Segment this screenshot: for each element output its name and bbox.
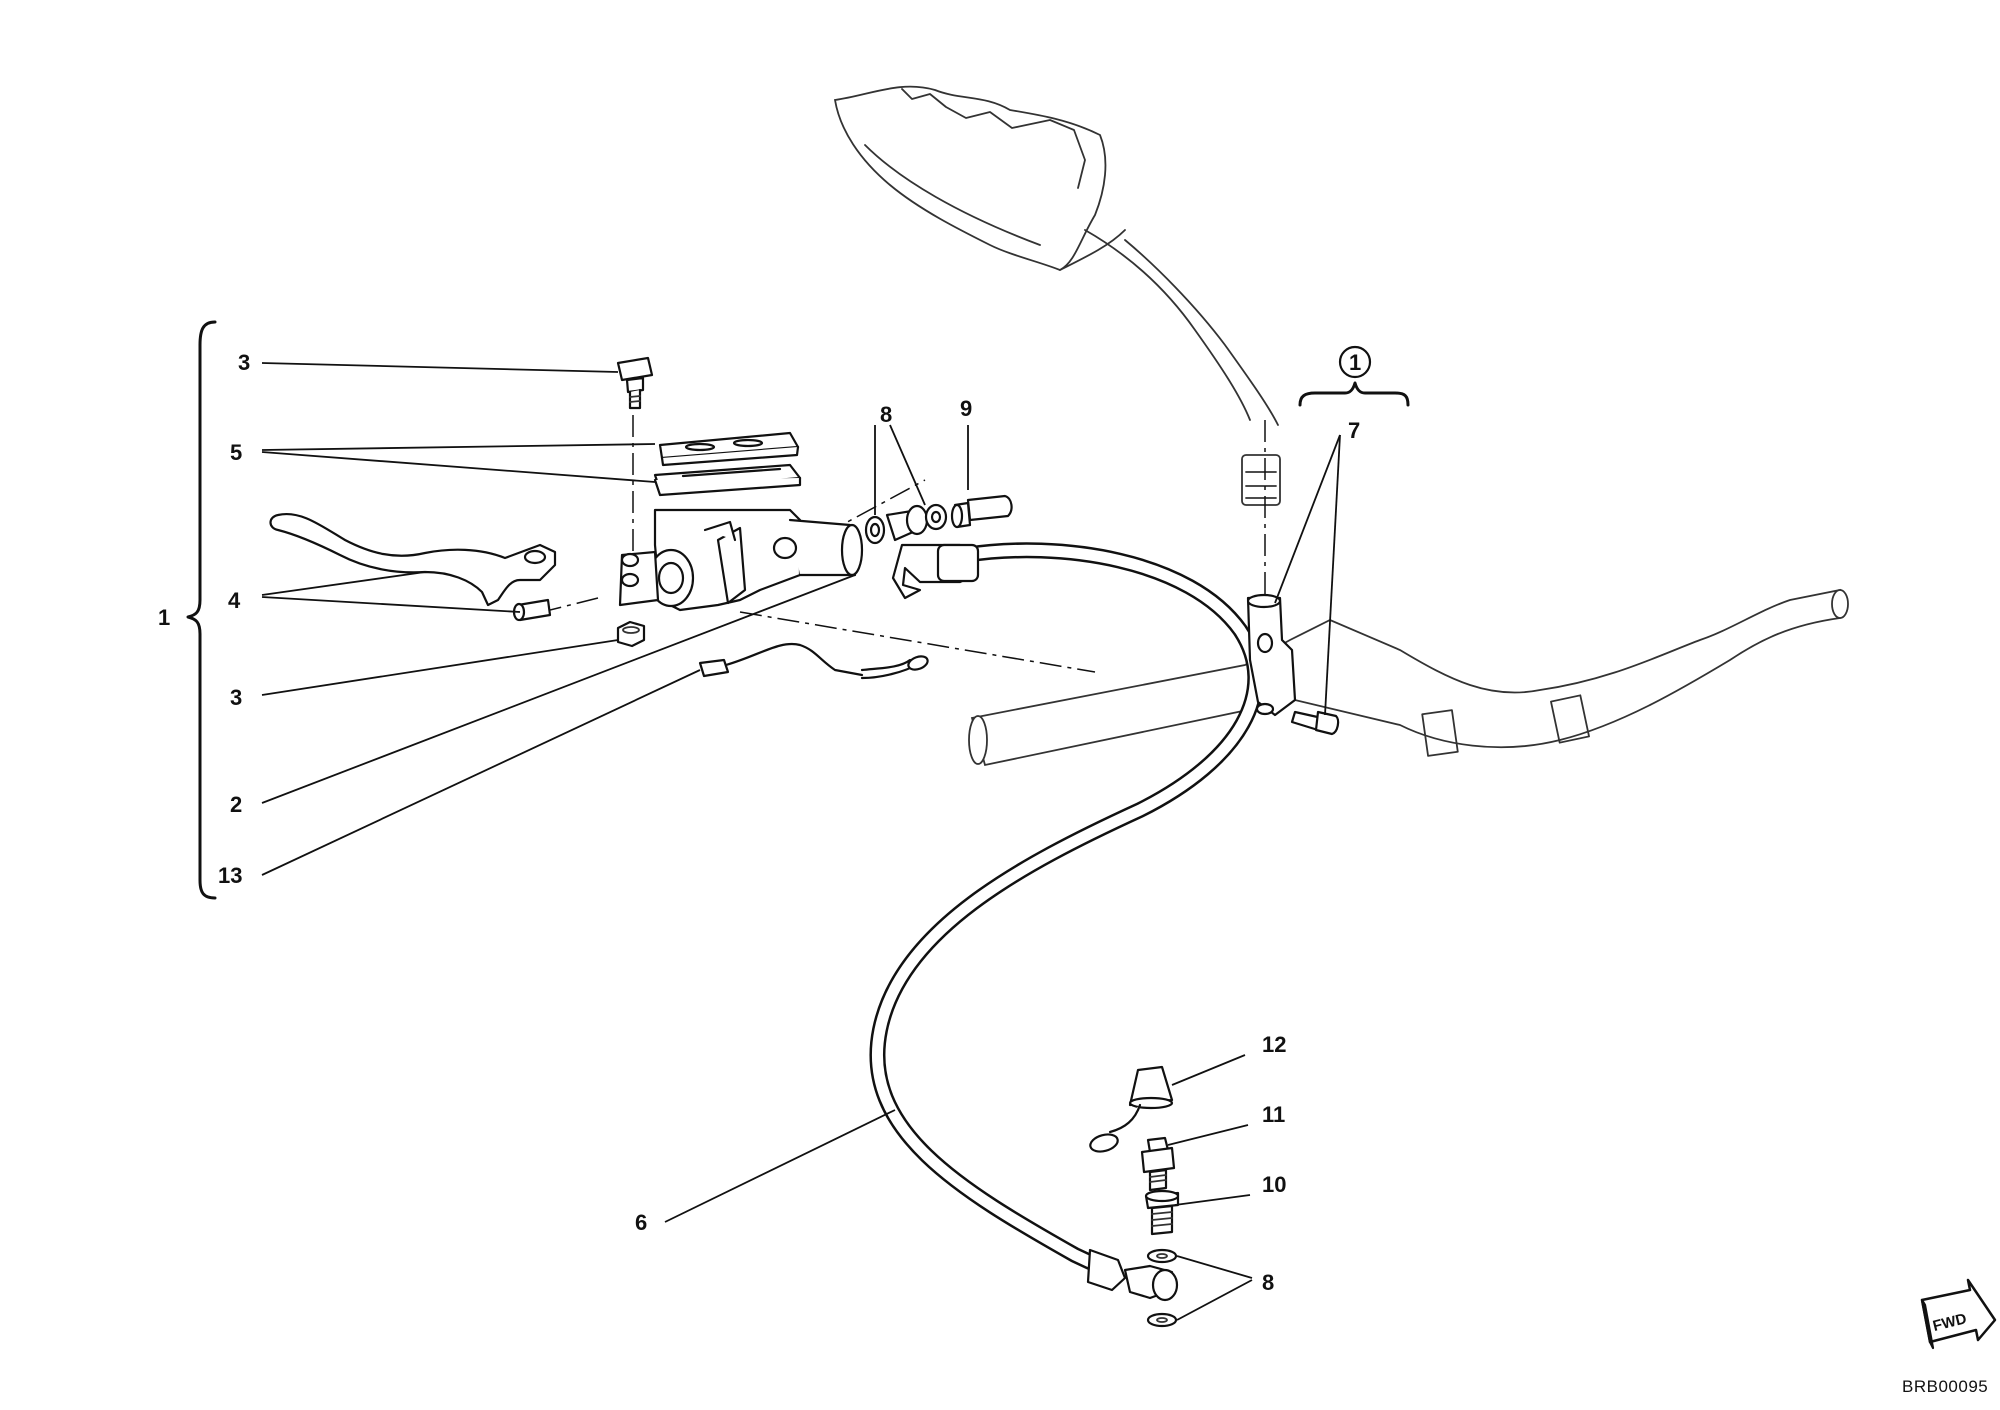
- callout-1: 1: [158, 605, 170, 630]
- upper-washers-and-bolt: [864, 494, 1013, 545]
- drawing-code: BRB00095: [1902, 1377, 1988, 1396]
- reservoir-cap-and-diaphragm: [653, 431, 802, 497]
- callout-2: 2: [230, 792, 242, 817]
- lower-banjo-fitting: [1086, 1248, 1179, 1302]
- handlebar-ghost: [968, 588, 1849, 767]
- callout-12: 12: [1262, 1032, 1286, 1057]
- bleed-valve: [1140, 1136, 1176, 1192]
- callout-3-top: 3: [238, 350, 250, 375]
- lever-pivot-pin: [512, 598, 552, 622]
- callout-13: 13: [218, 863, 242, 888]
- callout-6: 6: [635, 1210, 647, 1235]
- callout-3-bottom: 3: [230, 685, 242, 710]
- callout-11: 11: [1262, 1102, 1285, 1127]
- pivot-nut: [616, 620, 646, 648]
- lower-washers: [1146, 1248, 1178, 1328]
- callout-4: 4: [228, 588, 241, 613]
- assembly-brace: [186, 320, 217, 900]
- callout-5: 5: [230, 440, 242, 465]
- upper-reservoir-ghost: [833, 85, 1281, 506]
- callout-8-upper: 8: [880, 402, 892, 427]
- brake-lever: [269, 512, 557, 607]
- centre-lines: [529, 415, 1266, 673]
- callout-7: 7: [1348, 418, 1360, 443]
- callout-10: 10: [1262, 1172, 1286, 1197]
- banjo-bolt-lower: [1144, 1189, 1180, 1236]
- forward-direction-arrow: FWD: [1920, 1278, 1997, 1350]
- cap-screw: [616, 356, 654, 410]
- upper-banjo-fitting: [891, 543, 980, 600]
- bleed-cap: [1089, 1065, 1174, 1153]
- master-cylinder: [618, 508, 864, 612]
- callout-7-reference: 1: [1349, 350, 1361, 375]
- callout-9: 9: [960, 396, 972, 421]
- leader-lines: [261, 362, 1341, 1321]
- callout-8-lower: 8: [1262, 1270, 1274, 1295]
- reference-circle: [1338, 345, 1372, 379]
- brake-light-switch: [698, 642, 929, 680]
- brake-hose: [869, 542, 1264, 1270]
- reference-brace: [1298, 381, 1410, 407]
- handlebar-clamp: [1246, 593, 1340, 736]
